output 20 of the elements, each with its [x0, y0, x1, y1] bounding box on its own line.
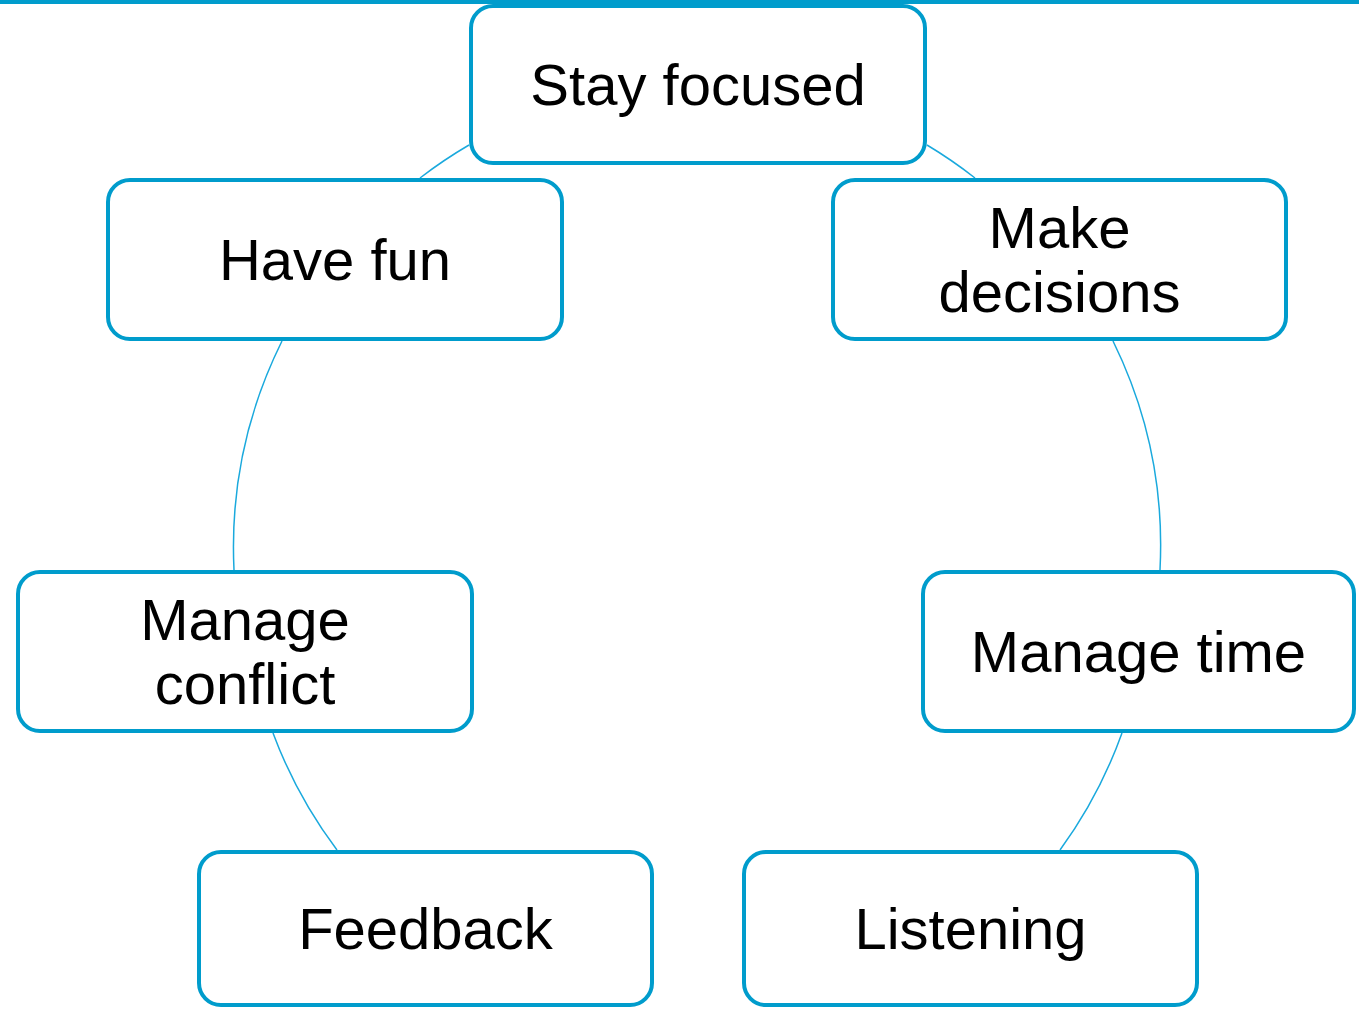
process-box — [469, 4, 927, 165]
node-label: Manage time — [970, 619, 1307, 684]
connector-line — [233, 340, 283, 571]
process-box — [742, 850, 1199, 1007]
process-box — [921, 570, 1356, 733]
connector-line — [272, 732, 338, 851]
process-box — [831, 178, 1288, 341]
process-box — [16, 570, 474, 733]
connector-line — [926, 144, 976, 179]
connector-line — [1059, 732, 1123, 851]
connector-line — [419, 144, 470, 179]
node-label: Make decisions — [937, 195, 1182, 324]
node-label: Manage conflict — [139, 587, 351, 716]
node-label: Have fun — [218, 227, 452, 292]
node-label: Feedback — [298, 896, 553, 961]
connector-line — [1112, 340, 1161, 571]
process-box — [106, 178, 564, 341]
process-box — [197, 850, 654, 1007]
node-label: Listening — [854, 896, 1087, 961]
node-label: Stay focused — [530, 52, 866, 117]
